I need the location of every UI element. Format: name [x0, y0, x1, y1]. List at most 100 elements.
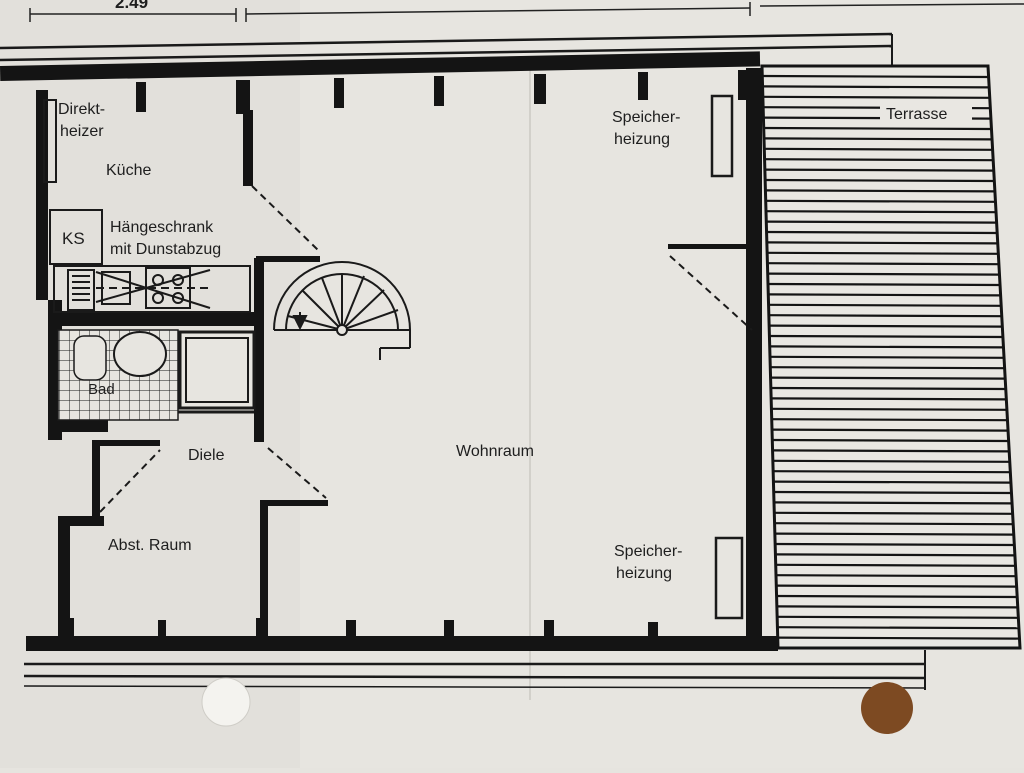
deck-board — [764, 147, 993, 151]
bottom-wall — [26, 636, 778, 651]
deck-board — [775, 553, 1015, 557]
deck-board — [762, 95, 990, 99]
deck-board — [769, 355, 1004, 359]
label-diele: Diele — [188, 447, 225, 464]
deck-board — [765, 189, 995, 193]
room-labels: Direkt- heizer Küche KS Hängeschrank mit… — [58, 101, 947, 582]
right-wall — [746, 68, 762, 651]
deck-board — [776, 605, 1018, 609]
top-pilasters — [136, 70, 746, 114]
deck-board — [773, 490, 1012, 495]
deck-board — [770, 366, 1005, 370]
left-storage-wall — [58, 516, 70, 646]
kitchen-counter — [53, 265, 251, 313]
bottom-facade-lines — [23, 650, 926, 690]
label-haengeschrank-2: mit Dunstabzug — [110, 241, 221, 258]
deck-board — [767, 262, 999, 266]
exterior-walls — [0, 51, 778, 651]
kitchen-fixtures — [43, 99, 251, 313]
door-swings — [99, 185, 753, 513]
deck-board — [776, 584, 1017, 588]
fridge-box — [49, 209, 103, 265]
top-dimension-line — [29, 2, 1024, 22]
deck-board — [766, 230, 998, 235]
deck-board — [765, 199, 996, 203]
deck-board — [773, 480, 1011, 484]
bathroom-fixtures — [57, 329, 256, 421]
deck-board — [768, 303, 1002, 307]
deck-board — [766, 241, 998, 245]
label-speicher-bottom-2: heizung — [616, 565, 672, 582]
label-haengeschrank-1: Hängeschrank — [110, 219, 214, 236]
deck-board — [762, 74, 989, 79]
deck-board — [766, 220, 997, 224]
deck-board — [764, 168, 994, 172]
label-direktheizer-1: Direkt- — [58, 101, 105, 118]
punch-hole-right — [861, 682, 913, 734]
label-abst-raum: Abst. Raum — [108, 537, 192, 554]
deck-board — [771, 407, 1007, 411]
label-direktheizer-2: heizer — [60, 123, 104, 140]
deck-board — [772, 438, 1009, 443]
label-terrasse: Terrasse — [886, 106, 947, 123]
deck-board — [767, 282, 1000, 287]
deck-board — [771, 428, 1008, 432]
deck-board — [772, 459, 1010, 463]
storage-right-wall — [260, 502, 268, 638]
interior-walls — [48, 110, 752, 638]
kitchen-bath-wall — [48, 312, 258, 326]
deck-board — [773, 470, 1011, 474]
deck-board — [768, 293, 1001, 297]
deck-board — [775, 542, 1015, 547]
deck-board — [774, 511, 1013, 515]
bath-right-wall — [254, 258, 264, 442]
partition-stub — [668, 244, 752, 249]
deck-board — [769, 324, 1003, 328]
deck-board — [768, 314, 1002, 318]
label-speicher-top-1: Speicher- — [612, 109, 680, 126]
speicherheizung-bottom-unit — [714, 536, 744, 620]
deck-board — [777, 636, 1020, 640]
speicherheizung-top-unit — [710, 94, 734, 178]
label-bad: Bad — [88, 381, 115, 398]
deck-board — [771, 397, 1007, 401]
deck-board — [763, 137, 992, 141]
deck-board — [767, 272, 1000, 276]
direktheizer-radiator — [43, 99, 57, 183]
deck-board — [765, 210, 996, 214]
deck-board — [769, 334, 1003, 339]
top-facade-lines — [0, 32, 893, 66]
deck-board — [770, 386, 1006, 391]
deck-board — [777, 615, 1019, 619]
deck-board — [765, 178, 995, 183]
deck-board — [771, 418, 1008, 422]
terrace-label-bg — [880, 100, 972, 124]
dimension-label: 2.49 — [115, 0, 148, 12]
kitchen-right-wall — [243, 110, 253, 186]
label-ks: KS — [62, 229, 85, 248]
deck-board — [776, 594, 1018, 599]
deck-board — [773, 501, 1012, 505]
deck-board — [775, 574, 1017, 578]
label-speicher-top-2: heizung — [614, 131, 670, 148]
deck-board — [767, 251, 999, 255]
deck-board — [764, 158, 994, 162]
deck-board — [772, 449, 1010, 453]
spiral-staircase — [273, 261, 411, 360]
label-speicher-bottom-1: Speicher- — [614, 543, 682, 560]
deck-board — [762, 85, 990, 89]
label-kueche: Küche — [106, 162, 151, 179]
label-wohnraum: Wohnraum — [456, 443, 534, 460]
deck-board — [770, 376, 1006, 380]
deck-board — [769, 345, 1004, 349]
left-kitchen-wall — [36, 90, 48, 300]
deck-board — [775, 563, 1016, 567]
punch-hole-left — [201, 677, 251, 727]
deck-board — [763, 126, 992, 131]
terrace-decking — [760, 64, 1022, 650]
deck-board — [774, 522, 1014, 526]
deck-board — [774, 532, 1014, 536]
deck-board — [777, 626, 1019, 630]
